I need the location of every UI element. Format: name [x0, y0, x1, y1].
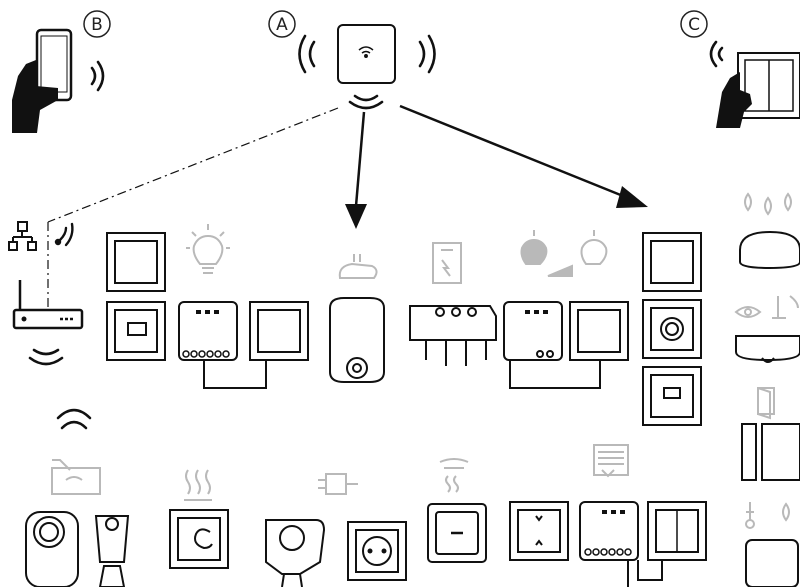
signal-waves-icon: [54, 222, 74, 247]
smoke-detector-plate: [427, 503, 487, 563]
plug-icon: [318, 473, 358, 495]
connection-lines: [47, 104, 648, 316]
heating-thermostat-plate: [169, 509, 229, 569]
switch-plate-blank: [642, 232, 702, 292]
camera-icon: [51, 459, 101, 495]
thermostat-plate: [106, 301, 166, 361]
network-icon: [8, 221, 37, 251]
label-b: B: [91, 15, 103, 35]
router-icon: [12, 280, 84, 330]
light-bulb-icon: [186, 224, 230, 274]
wall-socket-plate: [347, 521, 407, 581]
smart-plug: [265, 519, 326, 587]
door-window-icon: [757, 387, 775, 420]
shutter-switch-plate: [509, 501, 569, 561]
water-drops-icon: [744, 192, 792, 216]
signal-waves-icon: [298, 34, 436, 110]
controller-box: [337, 24, 396, 84]
thermostat-plate: [642, 366, 702, 426]
wifi-icon: [358, 46, 374, 58]
water-leak-sensor: [739, 230, 800, 270]
outdoor-camera: [94, 515, 130, 587]
arrow-to-ev-charger: [354, 111, 366, 207]
label-c: C: [688, 15, 700, 35]
thermometer-humidity-icon: [745, 502, 790, 529]
smartphone-hand-icon: B: [12, 10, 111, 133]
rotary-dimmer-plate: [642, 299, 702, 359]
shutter-icon: [593, 444, 629, 478]
controller-a: A: [268, 10, 436, 110]
arrow-to-switches: [399, 104, 629, 200]
label-a: A: [276, 15, 288, 35]
ev-charger: [329, 297, 385, 383]
din-rail-meter: [409, 305, 497, 366]
shutter-module: [579, 501, 707, 587]
indoor-camera: [25, 511, 79, 587]
signal-waves-icon: [28, 348, 92, 430]
door-window-sensor: [741, 423, 800, 481]
wall-switch-hand-icon: C: [680, 10, 800, 128]
temperature-sensor: [745, 539, 799, 587]
switch-plate-blank: [106, 232, 166, 292]
dimmer-bulb-icon: [520, 230, 608, 277]
dashed-link-router: [47, 107, 339, 223]
smoke-icon: [439, 458, 469, 493]
heating-icon: [184, 469, 212, 501]
motion-eye-icon: [734, 295, 799, 319]
ev-charger-icon: [338, 254, 378, 279]
relay-module: [178, 301, 309, 389]
motion-sensor: [735, 335, 800, 363]
dimmer-module: [503, 301, 629, 389]
electrical-panel-icon: [432, 242, 462, 284]
